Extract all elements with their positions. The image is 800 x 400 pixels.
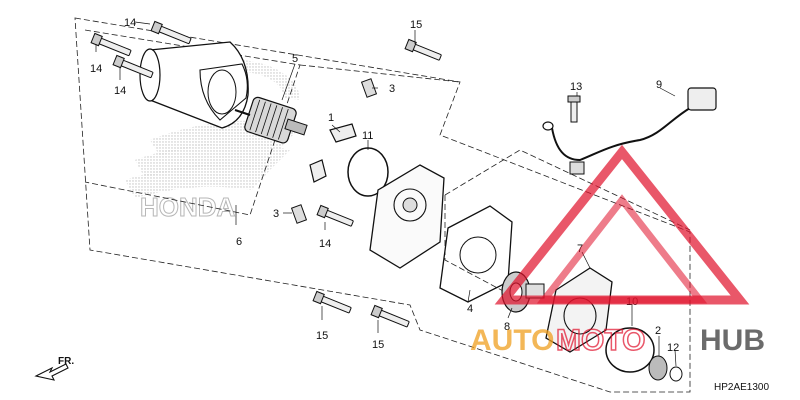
o-ring-10 xyxy=(605,327,655,373)
callout-14-top: 14 xyxy=(124,17,136,29)
honda-wordmark: HONDA xyxy=(140,192,236,222)
bolts-15 xyxy=(312,38,442,328)
callout-12: 12 xyxy=(667,342,679,354)
starter-motor xyxy=(139,41,249,129)
washer-12 xyxy=(669,366,683,382)
callout-13: 13 xyxy=(570,81,582,93)
callout-15-right: 15 xyxy=(372,339,384,351)
watermark-moto: MOTO xyxy=(556,324,645,357)
callout-6: 6 xyxy=(236,236,242,248)
callout-3-top: 3 xyxy=(389,83,395,95)
bolts-14 xyxy=(90,20,354,227)
callout-2: 2 xyxy=(655,325,661,337)
callout-14-lower: 14 xyxy=(114,85,126,97)
callout-labels: 14 14 14 14 15 15 15 5 3 3 1 11 6 13 9 4… xyxy=(90,17,679,354)
bolt-13 xyxy=(567,95,581,123)
front-direction-indicator: FR. xyxy=(34,356,74,381)
armature xyxy=(234,96,308,144)
diagram-code: HP2AE1300 xyxy=(714,382,769,393)
automotohub-watermark: AUTO MOTO HUB xyxy=(470,144,765,358)
callout-15-top: 15 xyxy=(410,19,422,31)
gasket-4 xyxy=(439,205,513,303)
callout-5: 5 xyxy=(292,53,298,65)
front-direction-label: FR. xyxy=(58,356,74,367)
callout-14-mid: 14 xyxy=(319,238,331,250)
callout-9: 9 xyxy=(656,79,662,91)
callout-15-left: 15 xyxy=(316,330,328,342)
callout-1: 1 xyxy=(328,112,334,124)
callout-3-bottom: 3 xyxy=(273,208,279,220)
callout-11: 11 xyxy=(362,130,373,142)
callout-14-left: 14 xyxy=(90,63,102,75)
motor-rear-cover xyxy=(369,164,445,269)
watermark-auto: AUTO xyxy=(470,324,554,357)
leader-lines xyxy=(95,21,677,367)
callout-4: 4 xyxy=(467,303,473,315)
watermark-hub: HUB xyxy=(700,324,765,357)
brush-holder-1 xyxy=(309,123,357,183)
callout-8: 8 xyxy=(504,321,510,333)
springs-3 xyxy=(290,78,378,224)
wire-harness-9 xyxy=(542,87,717,175)
gear-2 xyxy=(648,355,668,381)
